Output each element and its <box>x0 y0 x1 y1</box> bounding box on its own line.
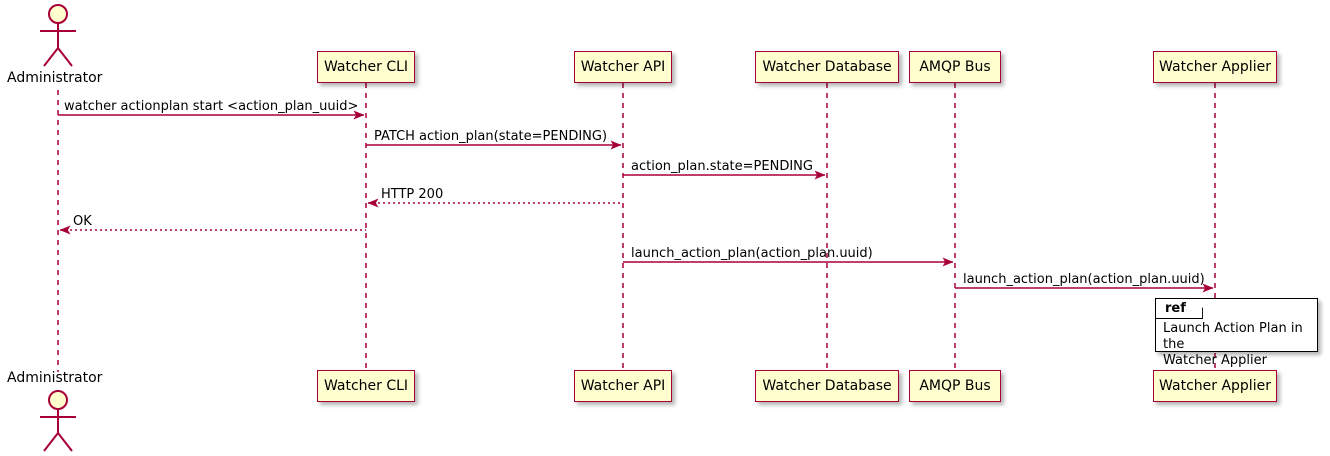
message-text: launch_action_plan(action_plan.uuid) <box>963 272 1205 287</box>
participant-label: Watcher CLI <box>323 378 409 394</box>
participant-box-amqp-bus-bottom[interactable]: AMQP Bus <box>909 370 1001 402</box>
message-text: launch_action_plan(action_plan.uuid) <box>631 246 873 261</box>
actor-name: Administrator <box>7 70 103 86</box>
participant-label: Watcher API <box>580 59 666 75</box>
message-text: HTTP 200 <box>381 187 444 202</box>
participant-box-watcher-api-top[interactable]: Watcher API <box>574 51 672 83</box>
message-label-http-200: HTTP 200 <box>381 187 443 202</box>
actor-administrator-top-figure <box>40 4 76 67</box>
participant-box-watcher-database-top[interactable]: Watcher Database <box>755 51 899 83</box>
participant-label: AMQP Bus <box>919 378 991 394</box>
message-label-actionplan-start: watcher actionplan start <action_plan_uu… <box>64 99 358 114</box>
ref-fragment-tab: ref <box>1156 299 1203 319</box>
participant-label: Watcher CLI <box>323 59 409 75</box>
message-arrows <box>58 110 1214 293</box>
message-label-launch-action-plan-applier: launch_action_plan(action_plan.uuid) <box>963 272 1205 287</box>
participant-label: Watcher Applier <box>1159 59 1271 75</box>
message-label-patch-action-plan: PATCH action_plan(state=PENDING) <box>374 129 607 144</box>
message-text: action_plan.state=PENDING <box>631 159 813 174</box>
actor-label-administrator-top: Administrator <box>7 70 102 86</box>
participant-label: Watcher Database <box>762 59 892 75</box>
participant-label: Watcher Applier <box>1159 378 1271 394</box>
message-label-ok: OK <box>73 214 92 229</box>
actor-name: Administrator <box>7 370 103 386</box>
participant-label: AMQP Bus <box>919 59 991 75</box>
message-text: watcher actionplan start <action_plan_uu… <box>64 99 359 114</box>
ref-fragment-tab-label: ref <box>1165 301 1186 316</box>
ref-fragment-body: Launch Action Plan in the Watcher Applie… <box>1163 321 1317 369</box>
message-label-launch-action-plan-bus: launch_action_plan(action_plan.uuid) <box>631 246 873 261</box>
participant-label: Watcher API <box>580 378 666 394</box>
lifelines <box>57 83 1216 372</box>
actor-label-administrator-bottom: Administrator <box>7 370 102 386</box>
message-text: PATCH action_plan(state=PENDING) <box>374 129 608 144</box>
participant-box-amqp-bus-top[interactable]: AMQP Bus <box>909 51 1001 83</box>
actor-administrator-bottom-figure <box>40 390 76 452</box>
participant-label: Watcher Database <box>762 378 892 394</box>
participant-box-watcher-cli-bottom[interactable]: Watcher CLI <box>317 370 415 402</box>
participant-box-watcher-applier-top[interactable]: Watcher Applier <box>1153 51 1277 83</box>
message-text: OK <box>73 214 92 229</box>
participant-box-watcher-cli-top[interactable]: Watcher CLI <box>317 51 415 83</box>
message-label-action-plan-state-pending: action_plan.state=PENDING <box>631 159 813 174</box>
participant-box-watcher-applier-bottom[interactable]: Watcher Applier <box>1153 370 1277 402</box>
participant-box-watcher-api-bottom[interactable]: Watcher API <box>574 370 672 402</box>
ref-fragment-launch-action-plan[interactable]: ref Launch Action Plan in the Watcher Ap… <box>1155 298 1318 368</box>
participant-box-watcher-database-bottom[interactable]: Watcher Database <box>755 370 899 402</box>
ref-fragment-line: Watcher Applier <box>1163 353 1267 368</box>
ref-fragment-line: Launch Action Plan in the <box>1163 321 1303 352</box>
